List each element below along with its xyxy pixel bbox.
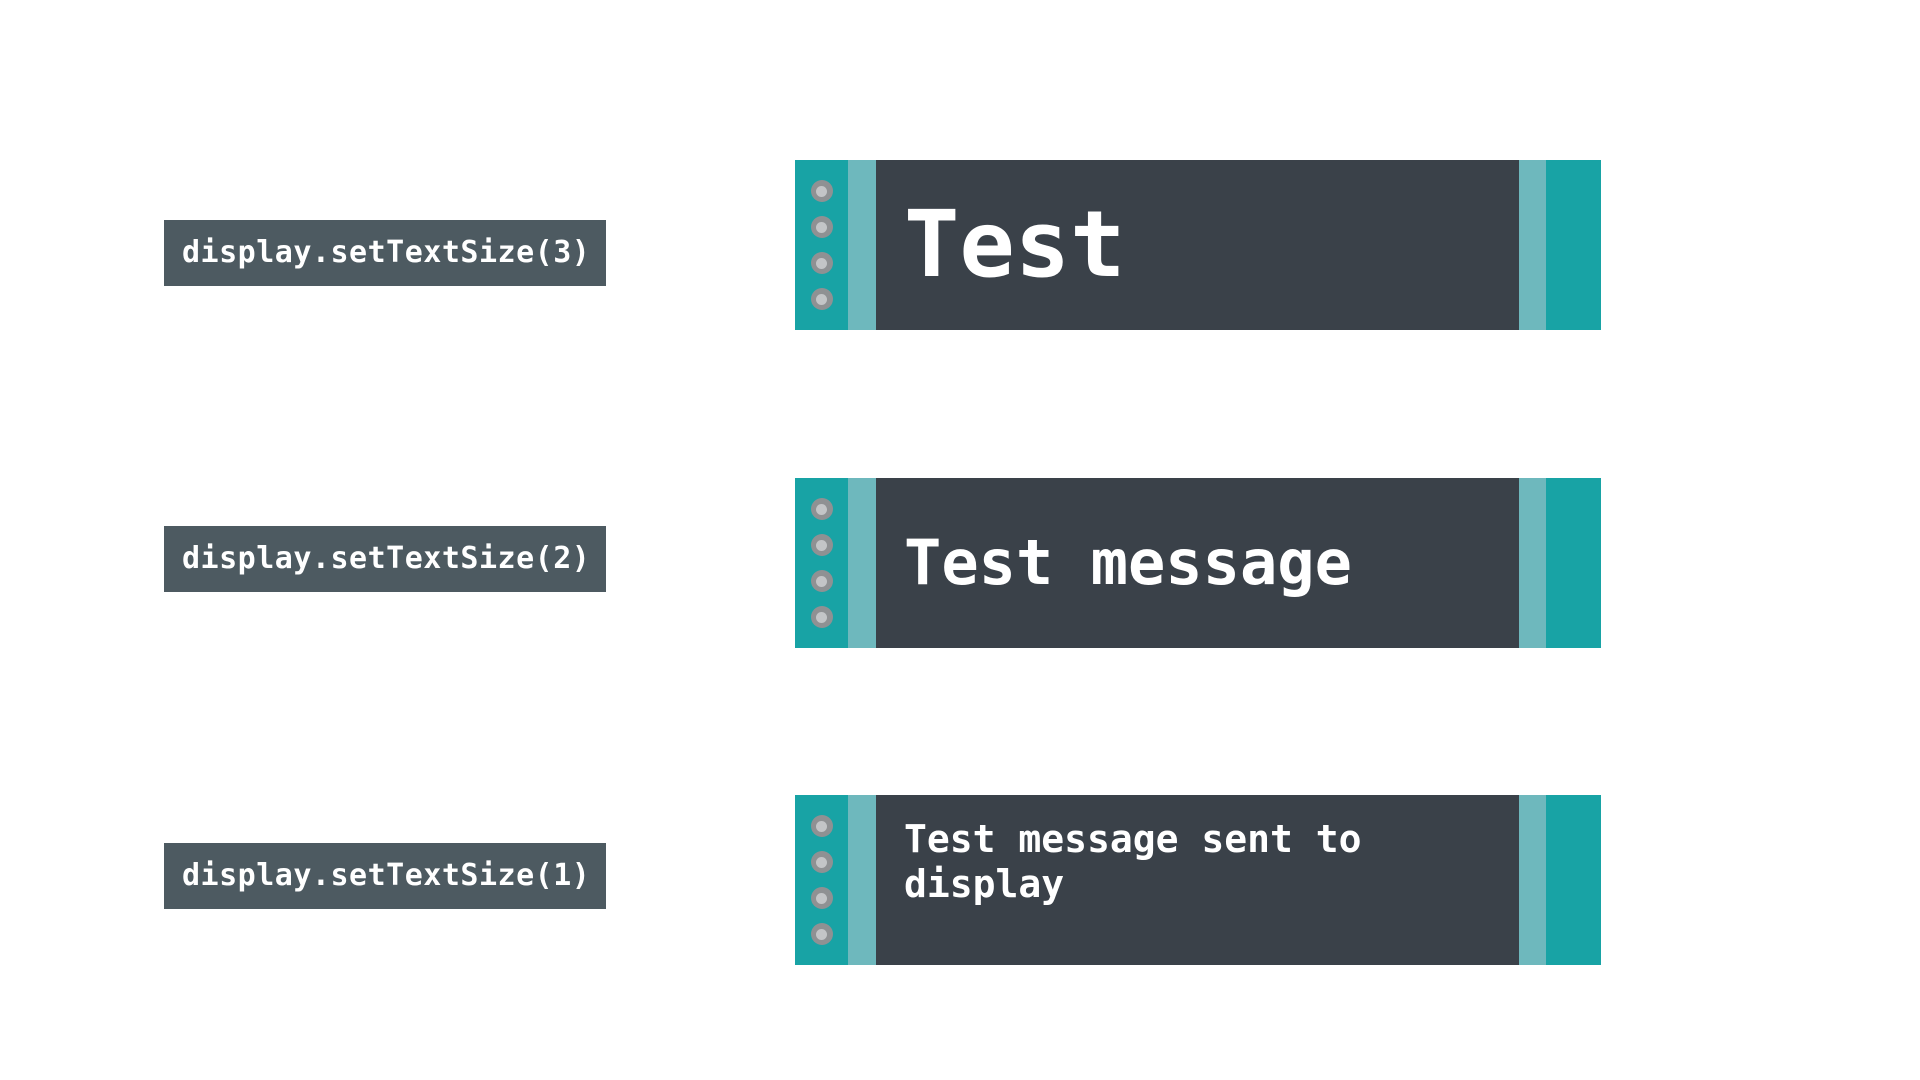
connector-pin-icon [810, 570, 833, 592]
screen-text: Test message sent to display [904, 817, 1385, 906]
connector-pin-icon [810, 606, 833, 628]
code-label-text-size-1: display.setTextSize(1) [164, 843, 607, 909]
connector-pin-icon [810, 216, 833, 238]
pcb-right-edge [1546, 160, 1601, 330]
code-label-text-size-3: display.setTextSize(3) [164, 220, 607, 286]
screen-bezel-right [1519, 478, 1546, 648]
oled-screen: Test [876, 160, 1519, 330]
screen-bezel-right [1519, 160, 1546, 330]
connector-pin-icon [810, 815, 833, 837]
pcb-right-edge [1546, 478, 1601, 648]
connector-pin-icon [810, 498, 833, 520]
pin-header [795, 795, 848, 965]
oled-screen: Test message sent to display [876, 795, 1519, 965]
connector-pin-icon [810, 180, 833, 202]
connector-pin-icon [810, 851, 833, 873]
oled-module-text-size-3: Test [795, 160, 1601, 330]
pcb-left-edge [795, 795, 848, 965]
pcb-left-edge [795, 160, 848, 330]
connector-pin-icon [810, 887, 833, 909]
connector-pin-icon [810, 923, 833, 945]
screen-bezel-left [848, 160, 876, 330]
oled-module-text-size-2: Test message [795, 478, 1601, 648]
screen-text: Test [904, 190, 1126, 298]
oled-screen: Test message [876, 478, 1519, 648]
pin-header [795, 478, 848, 648]
connector-pin-icon [810, 534, 833, 556]
pcb-right-edge [1546, 795, 1601, 965]
screen-bezel-left [848, 795, 876, 965]
oled-module-text-size-1: Test message sent to display [795, 795, 1601, 965]
screen-bezel-right [1519, 795, 1546, 965]
connector-pin-icon [810, 252, 833, 274]
code-label-text-size-2: display.setTextSize(2) [164, 526, 607, 592]
pcb-left-edge [795, 478, 848, 648]
pin-header [795, 160, 848, 330]
screen-text: Test message [904, 526, 1352, 600]
screen-bezel-left [848, 478, 876, 648]
connector-pin-icon [810, 288, 833, 310]
